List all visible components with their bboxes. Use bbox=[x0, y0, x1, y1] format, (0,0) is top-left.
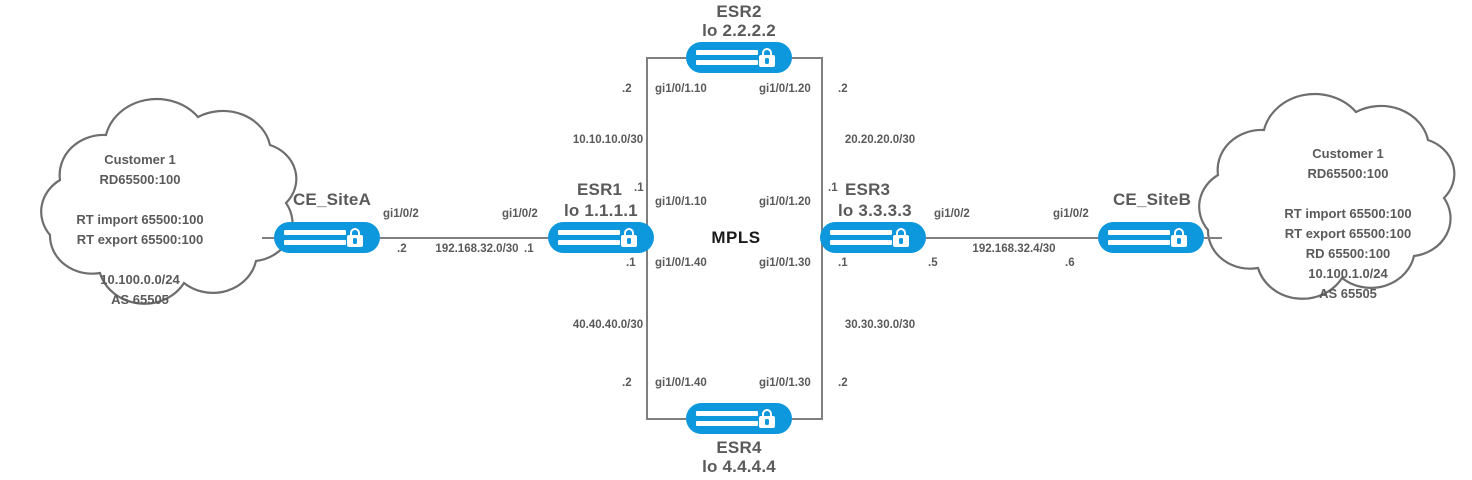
device-ce-siteb[interactable] bbox=[1098, 222, 1204, 253]
device-loopback-esr2: lo 2.2.2.2 bbox=[702, 21, 776, 40]
cloud-a-line-3: RT import 65500:100 bbox=[76, 212, 204, 227]
device-esr4[interactable] bbox=[686, 403, 792, 434]
device-bar-icon bbox=[1108, 230, 1170, 235]
cloud-a-line-6: 10.100.0.0/24 bbox=[100, 272, 180, 287]
device-label-esr1: ESR1 bbox=[577, 180, 623, 199]
lock-icon bbox=[347, 228, 363, 247]
core-label-mpls: MPLS bbox=[711, 228, 761, 247]
host-esr3-to-esr2: .1 bbox=[828, 182, 838, 194]
subnet-esr4-esr3: 30.30.30.0/30 bbox=[844, 319, 916, 331]
host-ce-a-to-esr1: .2 bbox=[397, 243, 407, 255]
cloud-b-line-7: AS 65505 bbox=[1319, 286, 1377, 301]
iface-esr4-to-esr1: gi1/0/1.40 bbox=[655, 377, 707, 389]
device-bar-icon bbox=[696, 411, 758, 416]
host-esr1-to-esr2: .1 bbox=[634, 182, 644, 194]
device-label-esr3: ESR3 bbox=[845, 180, 891, 199]
host-esr2-to-esr1: .2 bbox=[622, 83, 632, 95]
cloud-b-line-4: RT export 65500:100 bbox=[1284, 226, 1412, 241]
device-bar-icon bbox=[696, 60, 758, 65]
device-bar-icon bbox=[696, 50, 758, 55]
device-bar-icon bbox=[830, 240, 892, 245]
cloud-b-line-1: RD65500:100 bbox=[1307, 166, 1389, 181]
cloud-shape-right bbox=[1198, 92, 1456, 300]
host-ce-b-to-esr3: .6 bbox=[1065, 257, 1075, 269]
lock-icon bbox=[621, 228, 637, 247]
iface-esr1-to-esr2: gi1/0/1.10 bbox=[655, 196, 707, 208]
iface-esr2-to-esr3: gi1/0/1.20 bbox=[759, 83, 811, 95]
iface-esr4-to-esr3: gi1/0/1.30 bbox=[759, 377, 811, 389]
cloud-a-spacer-1 bbox=[25, 190, 255, 210]
subnet-esr1-esr4: 40.40.40.0/30 bbox=[572, 319, 644, 331]
cloud-b-line-3: RT import 65500:100 bbox=[1284, 206, 1412, 221]
device-esr2-body bbox=[686, 42, 792, 73]
device-label-ce-sitea: CE_SiteA bbox=[292, 190, 372, 209]
iface-ce-a-to-esr1: gi1/0/2 bbox=[383, 208, 419, 220]
device-ce-sitea[interactable] bbox=[274, 222, 380, 253]
iface-esr3-to-esr4: gi1/0/1.30 bbox=[759, 257, 811, 269]
host-esr1-to-ce-a: .1 bbox=[524, 243, 534, 255]
subnet-esr2-esr3: 20.20.20.0/30 bbox=[844, 134, 916, 146]
cloud-b-line-6: 10.100.1.0/24 bbox=[1308, 266, 1388, 281]
cloud-b-line-0: Customer 1 bbox=[1312, 146, 1384, 161]
device-label-ce-siteb: CE_SiteB bbox=[1112, 190, 1192, 209]
device-bar-icon bbox=[558, 230, 620, 235]
device-bar-icon bbox=[558, 240, 620, 245]
lock-icon bbox=[893, 228, 909, 247]
host-esr3-to-ce-b: .5 bbox=[928, 257, 938, 269]
device-esr1[interactable] bbox=[548, 222, 654, 253]
subnet-esr3-ce-b: 192.168.32.4/30 bbox=[972, 243, 1056, 255]
lock-icon bbox=[759, 48, 775, 67]
device-esr2[interactable] bbox=[686, 42, 792, 73]
device-label-esr2: ESR2 bbox=[716, 2, 762, 21]
device-bar-icon bbox=[696, 421, 758, 426]
subnet-esr1-esr2: 10.10.10.0/30 bbox=[572, 134, 644, 146]
lock-icon bbox=[759, 409, 775, 428]
device-esr3-body bbox=[820, 222, 926, 253]
device-loopback-esr3: lo 3.3.3.3 bbox=[838, 201, 912, 220]
cloud-b-line-5: RD 65500:100 bbox=[1305, 246, 1391, 261]
device-bar-icon bbox=[284, 240, 346, 245]
device-label-esr4: ESR4 bbox=[716, 438, 762, 457]
cloud-b-text: Customer 1 RD65500:100 RT import 65500:1… bbox=[1233, 144, 1463, 304]
iface-esr2-to-esr1: gi1/0/1.10 bbox=[655, 83, 707, 95]
device-bar-icon bbox=[830, 230, 892, 235]
host-esr1-to-esr4: .1 bbox=[626, 257, 636, 269]
iface-esr1-to-ce-a: gi1/0/2 bbox=[502, 208, 538, 220]
device-loopback-esr4: lo 4.4.4.4 bbox=[702, 457, 776, 476]
lock-icon bbox=[1171, 228, 1187, 247]
host-esr3-to-esr4: .1 bbox=[838, 257, 848, 269]
cloud-a-text: Customer 1 RD65500:100 RT import 65500:1… bbox=[25, 150, 255, 310]
device-loopback-esr1: lo 1.1.1.1 bbox=[564, 201, 638, 220]
device-ce-siteb-body bbox=[1098, 222, 1204, 253]
device-ce-sitea-body bbox=[274, 222, 380, 253]
cloud-a-line-0: Customer 1 bbox=[104, 152, 176, 167]
cloud-b-spacer-1 bbox=[1233, 184, 1463, 204]
iface-esr3-to-esr2: gi1/0/1.20 bbox=[759, 196, 811, 208]
iface-esr1-to-esr4: gi1/0/1.40 bbox=[655, 257, 707, 269]
device-esr4-body bbox=[686, 403, 792, 434]
iface-ce-b-to-esr3: gi1/0/2 bbox=[1053, 208, 1089, 220]
subnet-ce-a-esr1: 192.168.32.0/30 bbox=[435, 243, 519, 255]
host-esr2-to-esr3: .2 bbox=[838, 83, 848, 95]
device-esr3[interactable] bbox=[820, 222, 926, 253]
device-esr1-body bbox=[548, 222, 654, 253]
host-esr4-to-esr3: .2 bbox=[838, 377, 848, 389]
iface-esr3-to-ce-b: gi1/0/2 bbox=[934, 208, 970, 220]
cloud-a-line-7: AS 65505 bbox=[111, 292, 169, 307]
host-esr4-to-esr1: .2 bbox=[622, 377, 632, 389]
cloud-a-spacer-2 bbox=[25, 250, 255, 270]
cloud-a-line-4: RT export 65500:100 bbox=[76, 232, 204, 247]
device-bar-icon bbox=[284, 230, 346, 235]
cloud-a-line-1: RD65500:100 bbox=[99, 172, 181, 187]
device-bar-icon bbox=[1108, 240, 1170, 245]
